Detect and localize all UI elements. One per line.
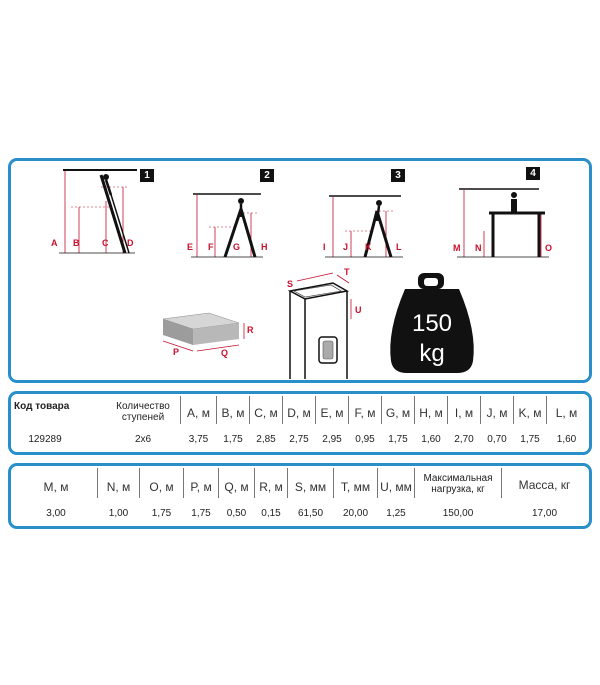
column-header: P, м	[190, 480, 212, 494]
dim-label-b: B	[73, 238, 80, 248]
column-header: U, мм	[380, 480, 412, 494]
column-header: C, м	[254, 406, 278, 420]
dim-label-u: U	[355, 305, 362, 315]
column-header: S, мм	[294, 480, 327, 494]
column-value: 2,75	[289, 434, 309, 445]
column-value: 1,75	[388, 434, 408, 445]
max-load-header: Максимальная нагрузка, кг	[423, 473, 493, 495]
column-value: 61,50	[297, 508, 324, 519]
weight-value: 150	[412, 310, 452, 337]
column-value: 1,00	[108, 508, 129, 519]
column-value: 1,75	[191, 508, 211, 519]
column-header: D, м	[287, 406, 311, 420]
dim-label-m: M	[453, 243, 461, 253]
dim-label-g: G	[233, 242, 240, 252]
column-header: Q, м	[224, 480, 249, 494]
dim-label-k: K	[365, 242, 372, 252]
dim-label-r: R	[247, 325, 254, 335]
column-value: 1,60	[556, 434, 577, 445]
column-value: 1,75	[223, 434, 243, 445]
column-value: 1,75	[520, 434, 540, 445]
spec-table-1: Код товара Количество ступеней 129289 2x…	[8, 391, 592, 455]
column-value: 0,70	[487, 434, 507, 445]
column-value: 1,75	[151, 508, 172, 519]
column-value: 3,00	[46, 508, 66, 519]
dim-label-t: T	[344, 267, 350, 277]
dim-label-p: P	[173, 347, 179, 357]
column-header: M, м	[43, 480, 69, 494]
panel-number-1: 1	[140, 169, 154, 182]
dim-label-e: E	[187, 242, 193, 252]
dim-label-c: C	[102, 238, 109, 248]
column-header: E, м	[320, 406, 344, 420]
column-value: 2,85	[256, 434, 276, 445]
column-header: I, м	[454, 406, 474, 420]
ladder-diagram-3: I J K L	[323, 195, 403, 258]
column-header: N, м	[106, 480, 131, 494]
column-value: 20,00	[342, 508, 369, 519]
weight-unit: kg	[419, 340, 444, 367]
ladder-diagrams: A B C D E F G H	[51, 169, 552, 379]
column-header: B, м	[221, 406, 245, 420]
column-value: 2,95	[322, 434, 342, 445]
column-value: 0,50	[226, 508, 247, 519]
dim-label-i: I	[323, 242, 326, 252]
column-header: J, м	[486, 406, 508, 420]
dim-label-a: A	[51, 238, 58, 248]
panel-number-4: 4	[526, 167, 540, 180]
column-header: T, мм	[340, 480, 371, 494]
dim-label-q: Q	[221, 348, 228, 358]
column-value: 1,25	[386, 508, 406, 519]
code-header: Код товара	[14, 401, 70, 412]
profile-diagram: S T U	[287, 267, 362, 379]
dim-label-d: D	[127, 238, 134, 248]
panel-number-2: 2	[260, 169, 274, 182]
dim-label-s: S	[287, 279, 293, 289]
column-header: F, м	[354, 406, 376, 420]
column-header: R, м	[259, 480, 283, 494]
column-value: 2,70	[454, 434, 474, 445]
dim-label-n: N	[475, 243, 482, 253]
column-value: 0,15	[261, 508, 281, 519]
ladder-diagram-4: M N O	[453, 188, 552, 258]
column-header: O, м	[149, 480, 174, 494]
dim-label-o: O	[545, 243, 552, 253]
steps-header: Количество ступеней	[116, 401, 170, 423]
diagram-panel: 1 2 3 4 A B C D	[8, 158, 592, 383]
column-header: H, м	[419, 406, 443, 420]
ladder-diagram-1: A B C D	[51, 169, 137, 254]
folded-box-diagram: P Q R	[162, 312, 254, 358]
column-header: A, м	[187, 406, 210, 420]
panel-number-3: 3	[391, 169, 405, 182]
dim-label-j: J	[343, 242, 348, 252]
dim-label-f: F	[208, 242, 214, 252]
dim-label-h: H	[261, 242, 268, 252]
spec-table-2: M, м 3,00 N, м 1,00 O, м 1,75 P, м 1,75 Q, м 0,50…	[8, 463, 592, 529]
column-header: G, м	[385, 406, 411, 420]
steps-value: 2x6	[134, 434, 152, 445]
weight-icon: 150 kg	[390, 273, 474, 373]
ladder-diagram-2: E F G H	[187, 193, 268, 258]
column-value: 0,95	[355, 434, 375, 445]
mass-header: Масса, кг	[518, 478, 571, 492]
column-header: L, м	[555, 406, 578, 420]
column-value: 3,75	[188, 434, 209, 445]
max-load-value: 150,00	[442, 508, 474, 519]
code-value: 129289	[28, 434, 62, 445]
dim-label-l: L	[396, 242, 402, 252]
column-header: K, м	[518, 406, 542, 420]
mass-value: 17,00	[531, 508, 558, 519]
column-value: 1,60	[421, 434, 441, 445]
